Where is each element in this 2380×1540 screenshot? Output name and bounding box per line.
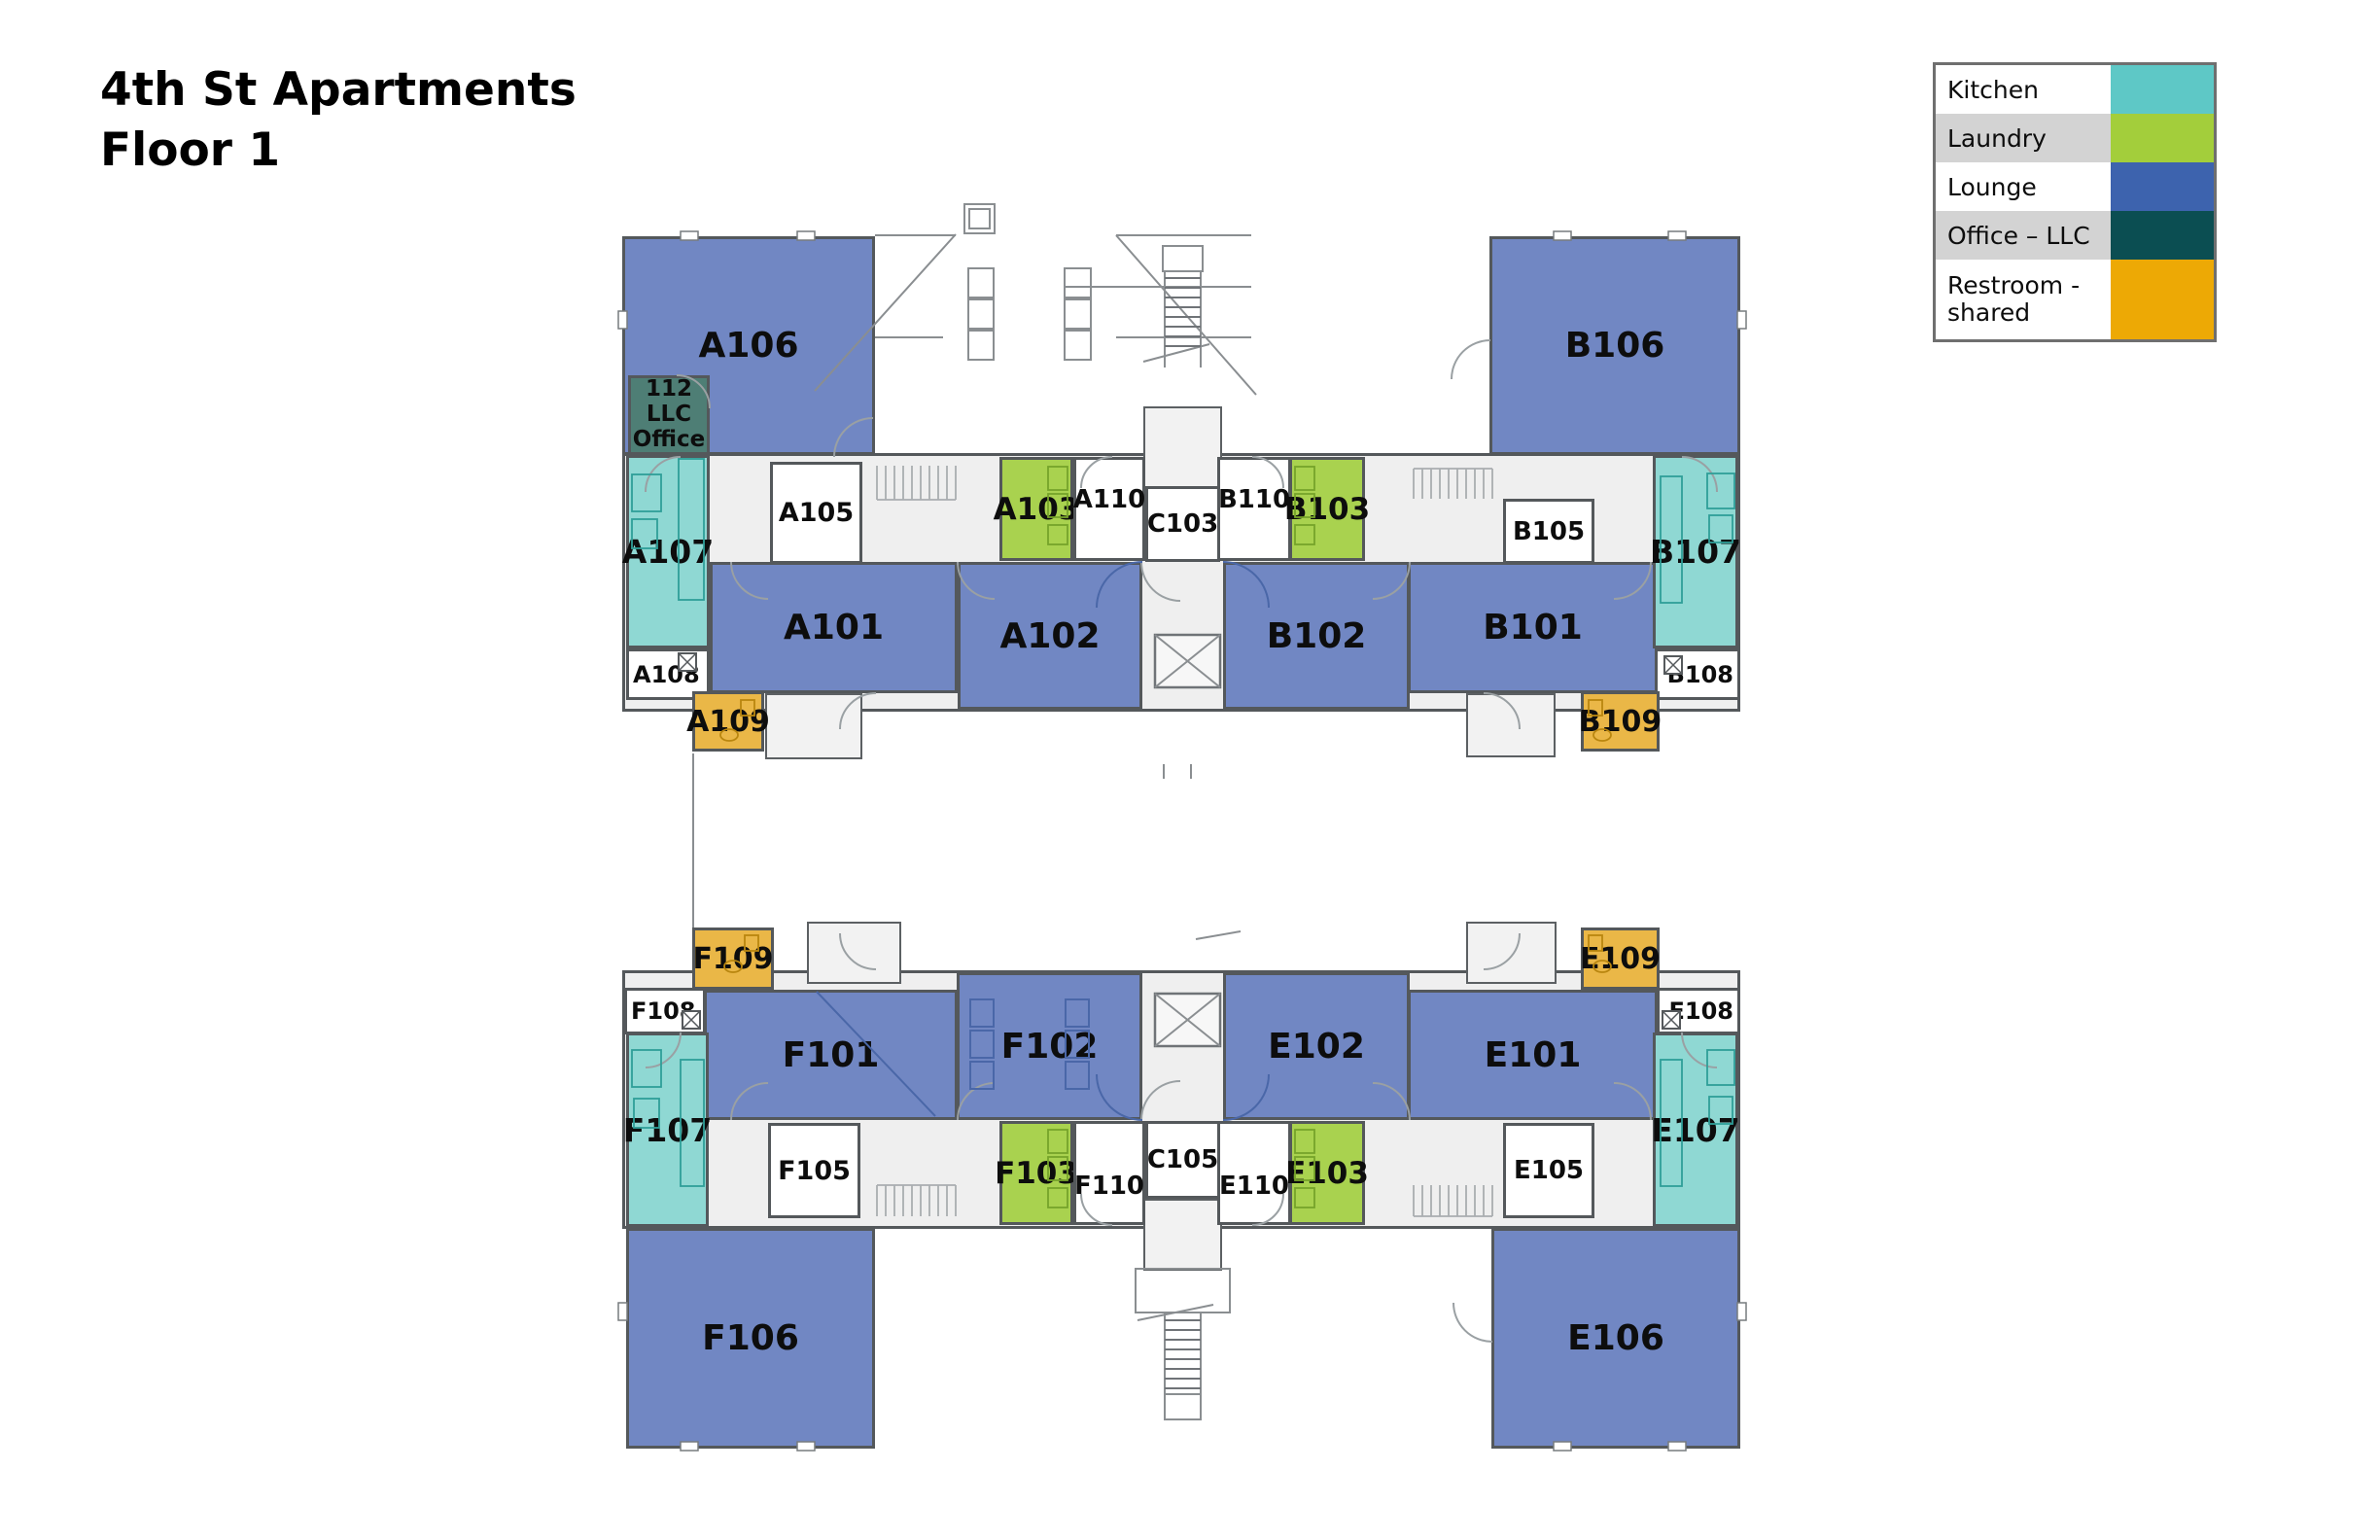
room-E102: E102 — [1223, 972, 1410, 1120]
room-A105: A105 — [770, 462, 862, 564]
vestibule-south-entry — [1143, 1199, 1222, 1271]
room-B102: B102 — [1223, 562, 1410, 710]
room-F101: F101 — [704, 990, 958, 1120]
room-F108: F108 — [624, 988, 706, 1034]
room-F110: F110 — [1073, 1121, 1145, 1225]
room-B107: B107 — [1650, 455, 1741, 648]
legend-label-lounge: Lounge — [1947, 172, 2037, 201]
legend-label-office: Office – LLC — [1947, 221, 2090, 250]
legend-row-restroom: Restroom - shared — [1936, 260, 2214, 339]
legend-label-restroom: Restroom - shared — [1947, 271, 2081, 327]
room-C103: C103 — [1145, 486, 1220, 562]
legend-label-kitchen: Kitchen — [1947, 75, 2039, 104]
legend-swatch-lounge — [2111, 162, 2214, 211]
vestibule-north-entry — [1143, 406, 1222, 488]
room-B109: B109 — [1579, 691, 1662, 752]
title-line2: Floor 1 — [100, 123, 281, 178]
room-B108: B108 — [1655, 648, 1740, 700]
room-112-llc-office: 112 LLC Office — [628, 375, 710, 455]
room-F107: F107 — [623, 1032, 712, 1227]
room-A102: A102 — [958, 562, 1142, 710]
room-F103: F103 — [995, 1121, 1078, 1225]
room-F106: F106 — [626, 1228, 875, 1449]
vestibule-lower-left — [807, 922, 901, 984]
legend-swatch-office — [2111, 211, 2214, 260]
room-E106: E106 — [1491, 1228, 1740, 1449]
legend-swatch-kitchen — [2111, 65, 2214, 114]
legend: Kitchen Laundry Lounge Office – LLC Rest… — [1933, 62, 2217, 342]
legend-row-laundry: Laundry — [1936, 114, 2214, 162]
room-B105: B105 — [1503, 499, 1594, 564]
room-E108: E108 — [1657, 988, 1740, 1034]
title-line1: 4th St Apartments — [100, 63, 577, 117]
legend-label-laundry: Laundry — [1947, 123, 2047, 153]
room-A107: A107 — [622, 455, 714, 648]
room-A103: A103 — [994, 457, 1079, 561]
room-B106: B106 — [1489, 236, 1740, 455]
vestibule-lower-right — [1466, 922, 1557, 984]
room-C105: C105 — [1145, 1121, 1220, 1199]
vestibule-upper-right — [1466, 693, 1556, 757]
room-F105: F105 — [768, 1123, 860, 1218]
room-E101: E101 — [1408, 990, 1658, 1120]
room-A110: A110 — [1073, 457, 1145, 561]
legend-row-office: Office – LLC — [1936, 211, 2214, 260]
legend-row-lounge: Lounge — [1936, 162, 2214, 211]
room-E109: E109 — [1580, 928, 1661, 990]
room-B103: B103 — [1284, 457, 1370, 561]
room-E110: E110 — [1217, 1121, 1291, 1225]
room-F109: F109 — [692, 928, 774, 990]
room-A109: A109 — [686, 691, 770, 752]
legend-row-kitchen: Kitchen — [1936, 65, 2214, 114]
page-title: 4th St Apartments Floor 1 — [100, 60, 577, 181]
legend-swatch-restroom — [2111, 260, 2214, 339]
legend-swatch-laundry — [2111, 114, 2214, 162]
room-B110: B110 — [1217, 457, 1291, 561]
room-E103: E103 — [1285, 1121, 1369, 1225]
room-A101: A101 — [710, 562, 958, 693]
room-E107: E107 — [1651, 1032, 1740, 1227]
room-F102: F102 — [957, 972, 1142, 1120]
vestibule-upper-left — [765, 693, 862, 759]
room-E105: E105 — [1503, 1123, 1594, 1218]
room-B101: B101 — [1408, 562, 1658, 693]
